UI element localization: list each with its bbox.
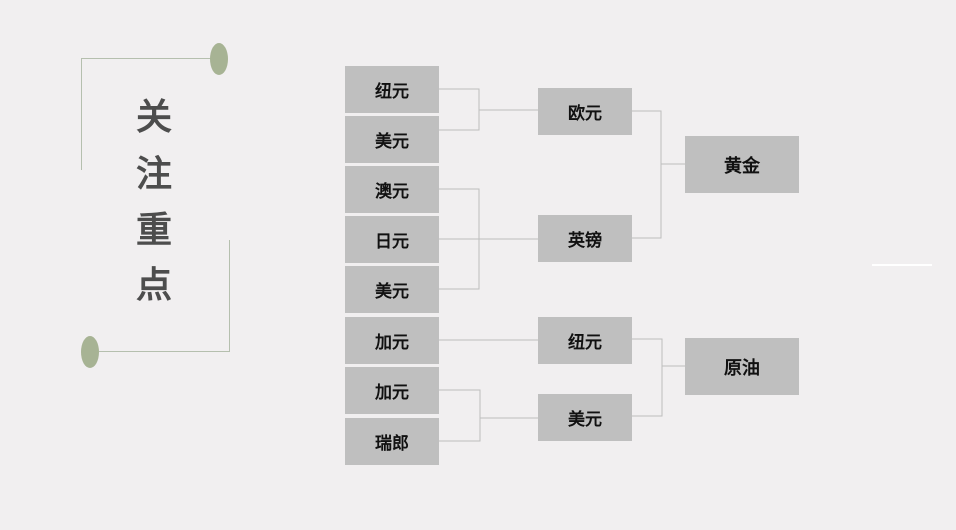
col1-box-3-label: 澳元	[375, 182, 409, 202]
frame-right-line	[229, 240, 230, 352]
col1-box-4: 日元	[345, 216, 439, 263]
col1-box-7-label: 加元	[375, 383, 409, 403]
frame-bottom-line	[99, 351, 230, 352]
col3-box-2: 原油	[685, 338, 799, 395]
bottom-left-dot	[81, 336, 99, 368]
title-char-4: 点	[135, 265, 172, 306]
decorative-white-line	[872, 264, 932, 266]
col1-box-7: 加元	[345, 367, 439, 414]
connector-group-1	[439, 88, 538, 131]
title-char-3: 重	[135, 210, 172, 251]
col2-box-3-label: 纽元	[568, 333, 602, 353]
connector-group-4	[439, 389, 538, 442]
col1-box-6: 加元	[345, 317, 439, 364]
connector-group-2	[439, 188, 538, 290]
col2-box-4-label: 美元	[568, 410, 602, 430]
col1-box-1: 纽元	[345, 66, 439, 113]
col2-box-3: 纽元	[538, 317, 632, 364]
frame-top-line	[81, 58, 212, 59]
col1-box-5: 美元	[345, 266, 439, 313]
col1-box-5-label: 美元	[375, 282, 409, 302]
col2-box-2-label: 英镑	[568, 231, 602, 251]
col1-box-8: 瑞郎	[345, 418, 439, 465]
connector-group-5	[632, 110, 685, 239]
col3-box-1-label: 黄金	[724, 155, 760, 177]
col1-box-8-label: 瑞郎	[375, 434, 409, 454]
col1-box-3: 澳元	[345, 166, 439, 213]
col3-box-2-label: 原油	[724, 357, 760, 379]
col2-box-1-label: 欧元	[568, 104, 602, 124]
title-char-1: 关	[135, 97, 172, 138]
top-right-dot	[210, 43, 228, 75]
col1-box-4-label: 日元	[375, 232, 409, 252]
col1-box-2-label: 美元	[375, 132, 409, 152]
col2-box-4: 美元	[538, 394, 632, 441]
frame-left-line	[81, 58, 82, 170]
connector-group-6	[632, 338, 685, 417]
col3-box-1: 黄金	[685, 136, 799, 193]
col2-box-1: 欧元	[538, 88, 632, 135]
title-char-2: 注	[135, 154, 172, 195]
col2-box-2: 英镑	[538, 215, 632, 262]
col1-box-2: 美元	[345, 116, 439, 163]
col1-box-1-label: 纽元	[375, 82, 409, 102]
col1-box-6-label: 加元	[375, 333, 409, 353]
